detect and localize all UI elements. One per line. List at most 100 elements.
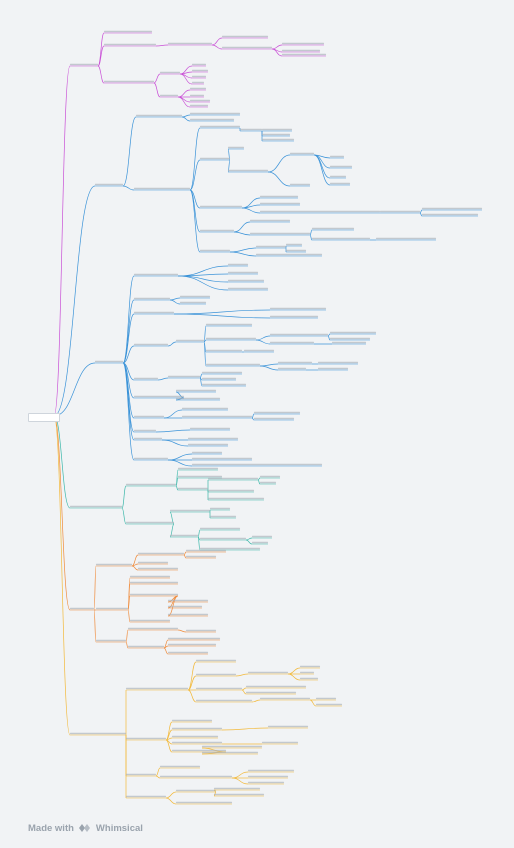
node-label-155[interactable] [300,671,314,674]
node-label-167[interactable] [268,725,308,728]
node-label-23[interactable] [190,118,234,121]
node-label-16[interactable] [190,87,206,90]
node-label-0[interactable] [70,63,98,66]
node-label-56[interactable] [256,253,322,256]
node-label-6[interactable] [282,42,324,45]
node-label-37[interactable] [330,182,350,185]
node-label-80[interactable] [206,363,260,366]
node-label-11[interactable] [192,63,206,66]
node-label-97[interactable] [254,417,294,420]
node-label-14[interactable] [192,81,204,84]
node-label-35[interactable] [330,165,352,168]
node-label-62[interactable] [228,287,268,290]
node-label-22[interactable] [190,112,240,115]
node-label-132[interactable] [138,561,168,564]
node-label-39[interactable] [200,205,242,208]
node-label-71[interactable] [206,323,252,326]
node-label-91[interactable] [176,389,216,392]
node-label-109[interactable] [178,467,218,470]
node-label-142[interactable] [96,639,126,642]
node-label-89[interactable] [202,383,246,386]
node-label-121[interactable] [170,534,198,537]
node-label-172[interactable] [202,745,262,748]
node-label-114[interactable] [260,481,276,484]
node-label-90[interactable] [134,395,184,398]
node-label-95[interactable] [182,415,252,418]
node-label-64[interactable] [180,295,210,298]
node-label-179[interactable] [248,781,284,784]
node-label-41[interactable] [260,202,300,205]
node-label-83[interactable] [278,367,306,370]
node-label-49[interactable] [312,227,354,230]
node-label-31[interactable] [228,146,244,149]
node-label-106[interactable] [192,463,322,466]
node-label-66[interactable] [134,311,174,314]
node-label-94[interactable] [182,407,228,410]
node-label-184[interactable] [176,801,232,804]
node-label-183[interactable] [214,793,264,796]
node-label-26[interactable] [240,128,262,131]
node-label-122[interactable] [200,527,240,530]
node-label-152[interactable] [196,673,236,676]
node-label-30[interactable] [200,157,230,160]
node-label-9[interactable] [104,80,154,83]
node-label-92[interactable] [176,397,220,400]
node-label-17[interactable] [190,94,204,97]
node-label-131[interactable] [186,555,216,558]
node-label-151[interactable] [196,659,236,662]
node-label-171[interactable] [172,749,226,752]
node-label-175[interactable] [160,765,200,768]
node-label-140[interactable] [168,613,208,616]
node-label-24[interactable] [134,187,190,190]
node-label-111[interactable] [178,487,208,490]
node-label-58[interactable] [134,273,178,276]
node-label-52[interactable] [200,249,230,252]
node-label-85[interactable] [134,377,158,380]
node-label-86[interactable] [168,375,200,378]
node-label-38[interactable] [290,183,310,186]
node-label-103[interactable] [134,457,168,460]
node-label-154[interactable] [300,665,320,668]
node-label-178[interactable] [248,775,288,778]
node-label-8[interactable] [282,53,326,56]
node-label-72[interactable] [206,337,256,340]
node-label-135[interactable] [130,575,170,578]
node-label-110[interactable] [178,475,222,478]
node-label-20[interactable] [95,183,123,186]
node-label-55[interactable] [286,249,306,252]
node-label-63[interactable] [134,297,170,300]
node-label-144[interactable] [186,629,216,632]
node-label-158[interactable] [246,685,306,688]
node-label-125[interactable] [252,541,268,544]
node-label-182[interactable] [214,787,260,790]
node-label-75[interactable] [330,337,370,340]
node-label-104[interactable] [192,451,222,454]
node-label-77[interactable] [332,341,366,344]
node-label-93[interactable] [134,415,164,418]
node-label-162[interactable] [316,697,336,700]
node-label-130[interactable] [186,549,226,552]
node-label-153[interactable] [248,671,288,674]
node-label-61[interactable] [228,279,264,282]
node-label-42[interactable] [260,210,380,213]
node-label-147[interactable] [168,643,216,646]
node-label-5[interactable] [222,46,272,49]
node-label-69[interactable] [134,343,168,346]
node-label-181[interactable] [176,789,216,792]
node-label-21[interactable] [136,114,182,117]
node-label-133[interactable] [138,567,178,570]
node-label-165[interactable] [172,719,212,722]
node-label-59[interactable] [228,263,248,266]
node-label-4[interactable] [222,35,268,38]
node-label-119[interactable] [210,507,230,510]
node-label-15[interactable] [160,94,178,97]
node-label-148[interactable] [168,651,208,654]
node-label-113[interactable] [260,475,280,478]
node-label-136[interactable] [130,581,178,584]
node-label-67[interactable] [270,307,326,310]
node-label-12[interactable] [192,69,208,72]
node-label-138[interactable] [168,599,208,602]
node-label-29[interactable] [262,138,294,141]
node-label-18[interactable] [190,99,210,102]
node-label-150[interactable] [126,687,188,690]
